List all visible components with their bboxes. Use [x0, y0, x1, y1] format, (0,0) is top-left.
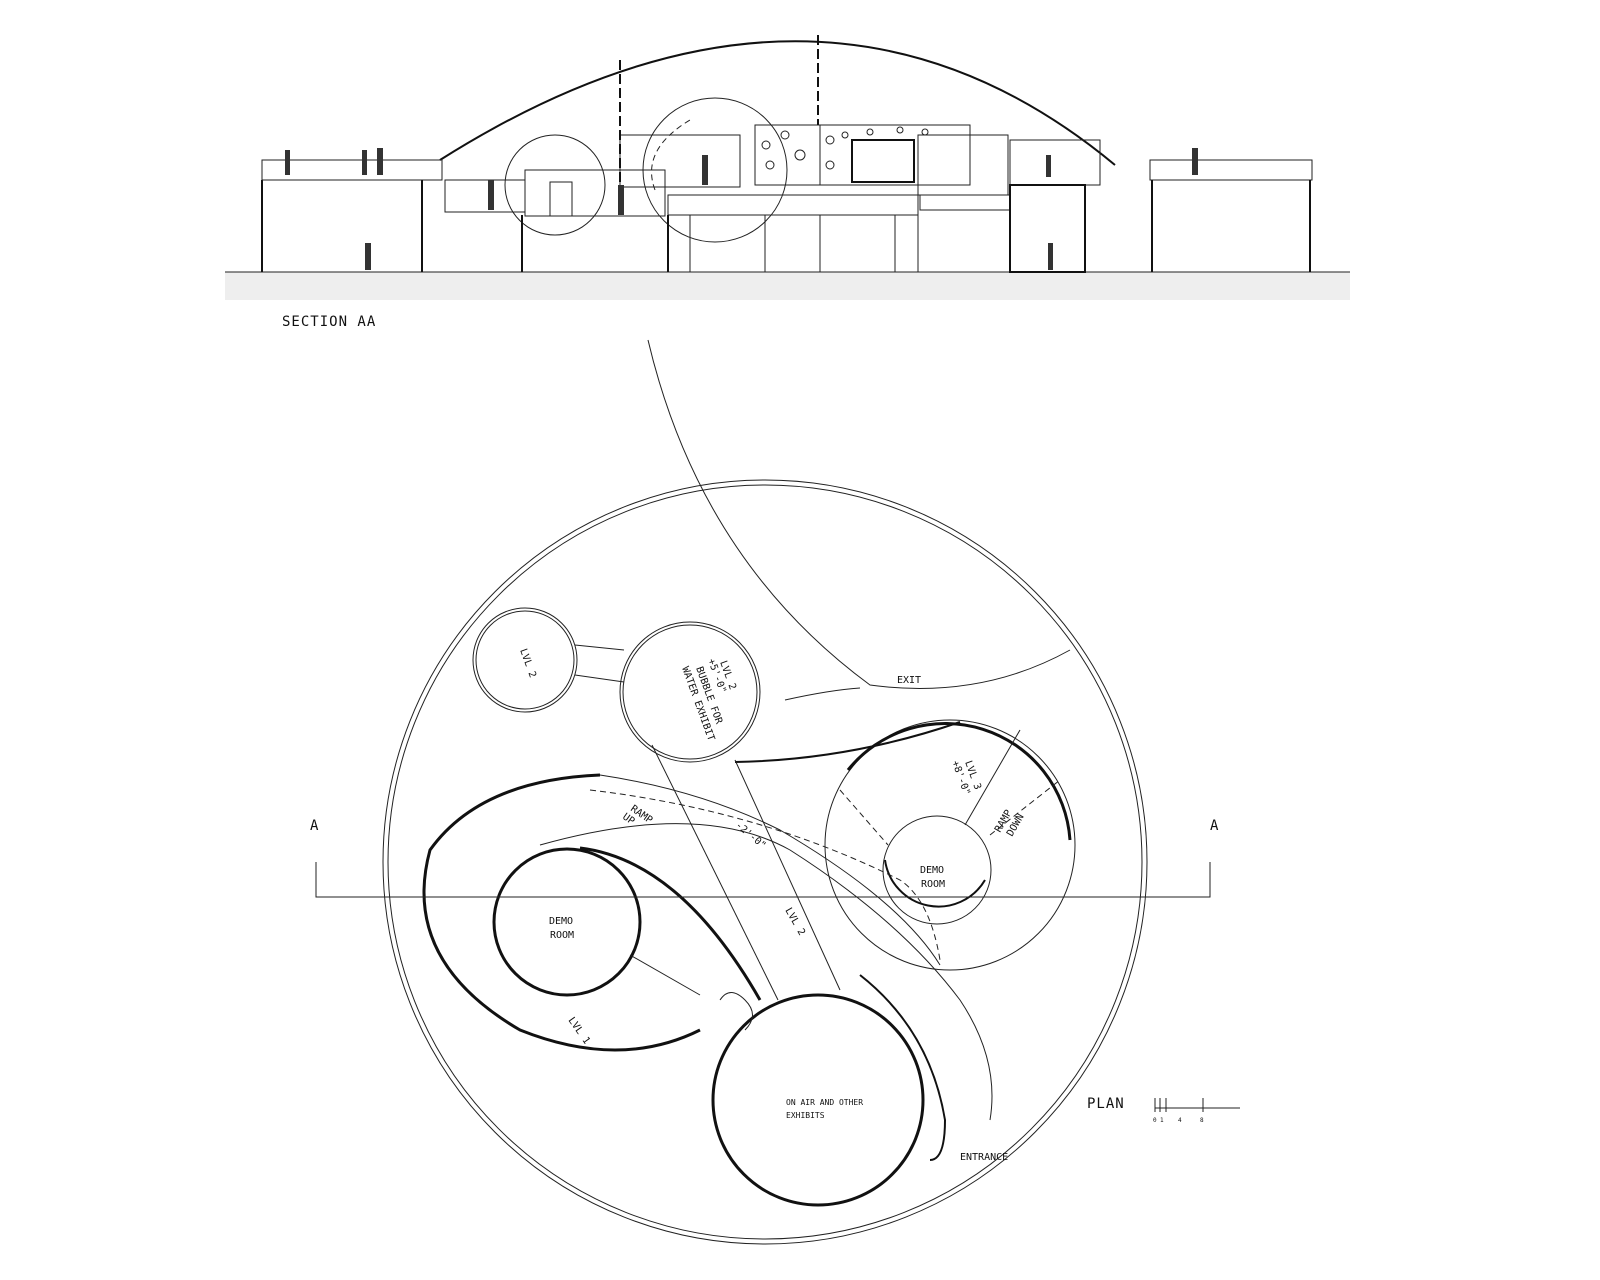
label-demo-left-1: DEMO [549, 916, 573, 927]
label-on-air-2: EXHIBITS [786, 1111, 825, 1120]
ramp-edge [599, 774, 941, 966]
bubble-circle [619, 621, 761, 763]
demo-room-left [492, 847, 642, 997]
lvl1-ramp-outer [422, 773, 701, 1052]
lvl3-circle [824, 719, 1076, 971]
on-air-outer-wall [859, 974, 947, 1161]
scale-tick-label: 8 [1200, 1117, 1204, 1124]
lvl2-path-edge [734, 759, 841, 991]
lvl3-wall [846, 722, 1072, 841]
lvl3-dashed-lines [839, 779, 1061, 846]
section-marker-right: A [1210, 818, 1219, 834]
scale-bar: 0 1 4 8 [1153, 1098, 1240, 1124]
lvl2-path-edge [651, 744, 779, 1001]
label-ramp-elev: -2'-0" [733, 820, 768, 852]
scale-tick-label: 4 [1178, 1117, 1182, 1124]
outer-dome-circle [382, 479, 1148, 1245]
people-figures [285, 148, 1198, 270]
exit-walkway [784, 687, 861, 701]
label-on-air-1: ON AIR AND OTHER [786, 1098, 863, 1107]
ramp-down-edge [964, 729, 1021, 826]
plan-title: PLAN [1087, 1096, 1125, 1112]
bubble-inner-circle [622, 624, 758, 760]
section-aa-drawing: SECTION AA [225, 35, 1350, 330]
exit-path [647, 339, 1071, 689]
demo-room-right [882, 815, 992, 925]
section-marker-left: A [310, 818, 319, 834]
entrance-path [539, 823, 993, 1121]
demo-left-link [629, 954, 701, 996]
on-air-connector [719, 992, 753, 1031]
bridge-line [574, 644, 625, 651]
label-lvl2-small: LVL 2 [517, 647, 538, 679]
label-demo-left-2: ROOM [550, 930, 574, 941]
label-demo-right-1: DEMO [920, 865, 944, 876]
lvl2-small-circle [472, 607, 578, 713]
outer-dome-inner-circle [387, 484, 1143, 1240]
label-demo-right-2: ROOM [921, 879, 945, 890]
right-deck [1149, 159, 1313, 181]
central-exhibit-masses [444, 35, 1101, 273]
on-air-circle [711, 993, 925, 1207]
bubble-wall [734, 721, 961, 763]
plan-drawing: 0 1 4 8 A A PLAN LVL 2 LVL 2 +5'-0" BUBB… [310, 339, 1240, 1245]
dome-arc [439, 40, 1116, 166]
section-cut-line [315, 862, 1211, 898]
label-entrance: ENTRANCE [960, 1152, 1008, 1163]
section-title: SECTION AA [282, 314, 376, 330]
scale-tick-label: 0 [1153, 1117, 1157, 1124]
bridge-line [574, 674, 625, 683]
demo-left-wall [579, 846, 762, 1001]
label-lvl1: LVL 1 [566, 1015, 592, 1046]
scale-tick-label: 1 [1160, 1117, 1164, 1124]
label-exit: EXIT [897, 675, 921, 686]
ground-hatch [225, 272, 1350, 300]
lvl2-small-inner-circle [475, 610, 575, 710]
demo-room-right-wall [884, 859, 986, 908]
